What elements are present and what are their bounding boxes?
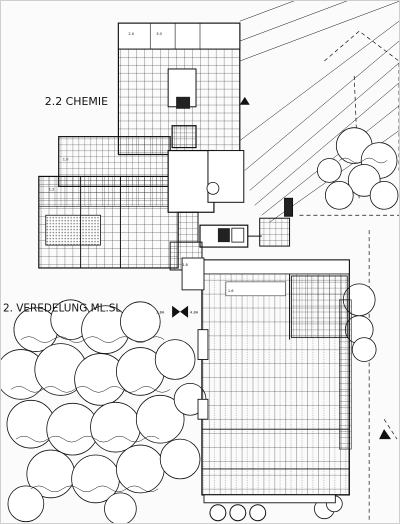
room-code-3: 1.0 <box>63 158 69 162</box>
room-code-4: 1.2 <box>49 187 55 191</box>
section-label-veredelung: 2. VEREDELUNG ML.SL <box>3 303 121 315</box>
entrance-marker: 2.8A 4.8A <box>156 305 199 318</box>
marker-label-b: 4.8A <box>190 311 199 315</box>
tree-texture <box>10 157 388 493</box>
room-code-1: 2.0 <box>128 32 134 36</box>
core-block <box>167 149 249 248</box>
marker-label-a: 2.8A <box>156 311 165 315</box>
hall-annex <box>181 257 209 420</box>
room-code-2: 3.0 <box>156 32 162 36</box>
future-building-outline <box>299 30 399 523</box>
diagonal-hatching <box>239 1 399 223</box>
room-code-5: 1.8 <box>182 263 188 267</box>
section-label-chemie: 2.2 CHEMIE <box>45 95 108 108</box>
middle-block <box>38 136 179 269</box>
tower-block <box>117 22 241 156</box>
hall-block <box>201 259 352 504</box>
direction-arrow-icon <box>379 429 392 440</box>
room-code-6: 1.6 <box>228 289 234 293</box>
north-arrow-icon <box>239 96 250 105</box>
silo-tanks <box>209 504 267 522</box>
